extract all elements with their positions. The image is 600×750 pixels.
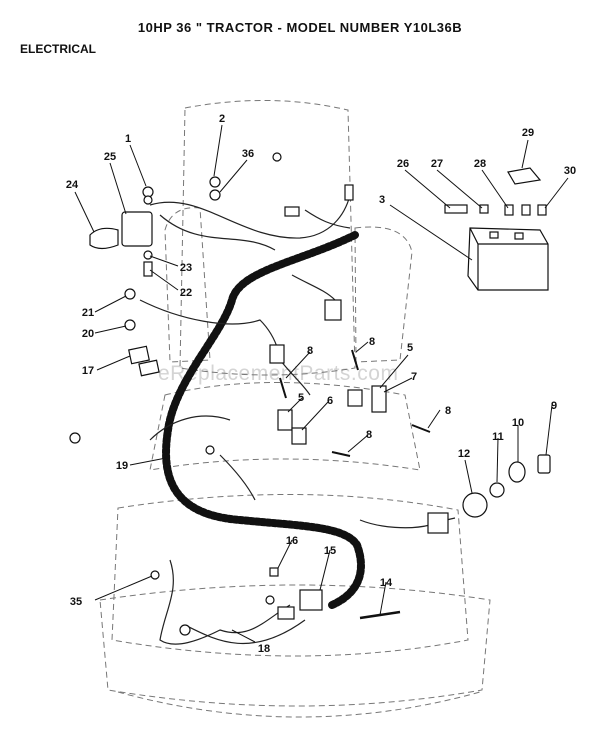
callout-27: 27 bbox=[431, 158, 443, 170]
callout-9: 9 bbox=[551, 400, 557, 412]
callout-22: 22 bbox=[180, 287, 192, 299]
callout-8b: 8 bbox=[369, 336, 375, 348]
callout-8a: 8 bbox=[307, 345, 313, 357]
callout-28: 28 bbox=[474, 158, 486, 170]
ignition-switch bbox=[462, 492, 488, 518]
callout-26: 26 bbox=[397, 158, 409, 170]
callout-29: 29 bbox=[522, 127, 534, 139]
parts bbox=[69, 152, 551, 636]
battery bbox=[467, 227, 549, 291]
callout-2: 2 bbox=[219, 113, 225, 125]
callout-36: 36 bbox=[242, 148, 254, 160]
callout-20: 20 bbox=[82, 328, 94, 340]
callout-21: 21 bbox=[82, 307, 94, 319]
callout-30: 30 bbox=[564, 165, 576, 177]
tractor-outline bbox=[99, 99, 491, 718]
callout-25: 25 bbox=[104, 151, 116, 163]
callout-3: 3 bbox=[379, 194, 385, 206]
callout-8c: 8 bbox=[445, 405, 451, 417]
solenoid bbox=[121, 211, 153, 247]
callout-19: 19 bbox=[116, 460, 128, 472]
callout-7: 7 bbox=[411, 371, 417, 383]
wire-harness bbox=[162, 231, 365, 609]
callout-6: 6 bbox=[327, 395, 333, 407]
callout-11: 11 bbox=[492, 431, 504, 443]
callout-18: 18 bbox=[258, 643, 270, 655]
callout-14: 14 bbox=[380, 577, 393, 589]
boot bbox=[89, 227, 119, 250]
callout-10: 10 bbox=[512, 417, 524, 429]
section-label: ELECTRICAL bbox=[20, 42, 96, 56]
callout-16: 16 bbox=[286, 535, 298, 547]
callout-23: 23 bbox=[180, 262, 192, 274]
callout-12: 12 bbox=[458, 448, 470, 460]
callout-8d: 8 bbox=[366, 429, 372, 441]
callout-15: 15 bbox=[324, 545, 336, 557]
callout-5b: 5 bbox=[298, 392, 304, 404]
callout-24: 24 bbox=[66, 179, 79, 191]
callout-17: 17 bbox=[82, 365, 94, 377]
page-title: 10HP 36 " TRACTOR - MODEL NUMBER Y10L36B bbox=[137, 20, 463, 35]
leader-lines bbox=[74, 124, 569, 643]
callout-5a: 5 bbox=[407, 342, 413, 354]
watermark: eReplacementParts.com bbox=[158, 362, 399, 385]
callout-1: 1 bbox=[125, 133, 131, 145]
callout-35: 35 bbox=[70, 596, 82, 608]
